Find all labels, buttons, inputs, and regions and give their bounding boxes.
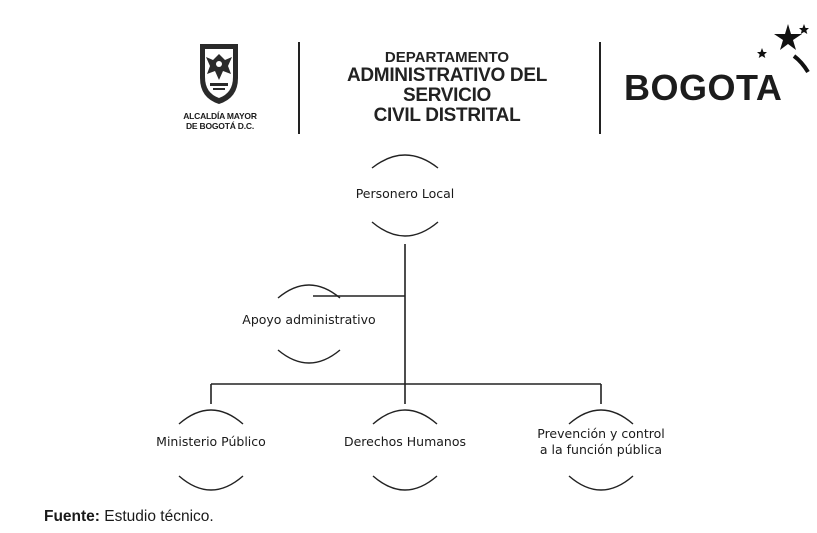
node-arc-staff-top xyxy=(277,284,341,299)
header-divider-right xyxy=(599,42,601,134)
node-arc-unit2-bottom xyxy=(372,475,438,491)
crest-caption-line1: ALCALDÍA MAYOR xyxy=(183,111,257,121)
node-personero-local: Personero Local xyxy=(355,186,455,201)
node-arc-unit2-top xyxy=(372,409,438,425)
source-text: Estudio técnico. xyxy=(104,508,214,525)
bogota-brand-logo: BOGOTA xyxy=(624,67,783,108)
node-unit1-label: Ministerio Público xyxy=(156,434,266,449)
node-arc-unit3-bottom xyxy=(568,475,634,491)
node-arc-unit3-top xyxy=(568,409,634,425)
node-apoyo-administrativo: Apoyo administrativo xyxy=(242,312,376,327)
bogota-coat-of-arms-icon xyxy=(200,44,238,104)
node-unit3-label-line2: a la función pública xyxy=(539,442,663,457)
node-ministerio-publico: Ministerio Público xyxy=(131,434,291,450)
department-line3: CIVIL DISTRITAL xyxy=(373,105,521,126)
node-prevencion-control: Prevención y control a la función públic… xyxy=(511,426,691,458)
source-note: Fuente: Estudio técnico. xyxy=(44,508,214,526)
node-arc-root-top xyxy=(371,154,439,169)
node-arc-root-bottom xyxy=(371,221,439,237)
crest-caption: ALCALDÍA MAYOR DE BOGOTÁ D.C. xyxy=(172,111,268,131)
crest-caption-line2: DE BOGOTÁ D.C. xyxy=(185,121,255,131)
node-derechos-humanos: Derechos Humanos xyxy=(325,434,485,450)
header-divider-left xyxy=(298,42,300,134)
department-name: DEPARTAMENTO ADMINISTRATIVO DEL SERVICIO… xyxy=(302,50,592,126)
department-line2: ADMINISTRATIVO DEL SERVICIO xyxy=(346,65,548,106)
bogota-stars-icon xyxy=(757,24,810,74)
node-arc-staff-bottom xyxy=(277,349,341,364)
source-label: Fuente: xyxy=(44,508,100,525)
node-arc-unit1-top xyxy=(178,409,244,425)
node-unit3-label-line1: Prevención y control xyxy=(537,426,665,441)
node-unit2-label: Derechos Humanos xyxy=(343,434,467,449)
department-line1: DEPARTAMENTO xyxy=(384,49,510,66)
document-header: ALCALDÍA MAYOR DE BOGOTÁ D.C. DEPARTAMEN… xyxy=(0,0,817,150)
node-arc-unit1-bottom xyxy=(178,475,244,491)
